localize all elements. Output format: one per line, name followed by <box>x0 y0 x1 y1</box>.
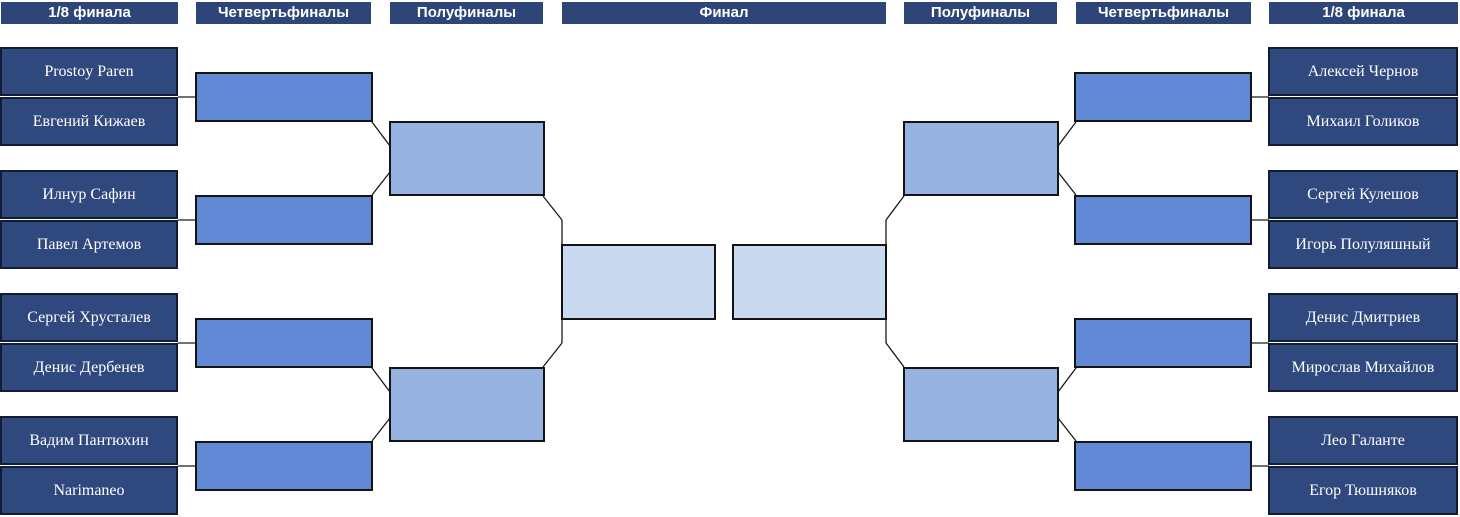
quarterfinal-slot-left-3 <box>195 318 373 368</box>
semifinal-slot-left-1 <box>389 121 545 196</box>
player-left-2: Евгений Кижаев <box>0 97 178 146</box>
connector-line <box>885 342 905 368</box>
connector-line <box>1057 121 1077 147</box>
header-semifinals-right: Полуфиналы <box>904 2 1057 24</box>
connector-line <box>1057 171 1077 196</box>
player-left-1: Prostoy Paren <box>0 47 178 96</box>
quarterfinal-slot-left-2 <box>195 195 373 245</box>
player-left-8: Narimaneo <box>0 466 178 515</box>
quarterfinal-slot-left-1 <box>195 72 373 122</box>
connector-line <box>1057 417 1077 442</box>
connector-line <box>371 417 391 442</box>
connector-line <box>885 195 905 221</box>
header-semifinals-left: Полуфиналы <box>390 2 543 24</box>
header-quarterfinals-left: Четвертьфиналы <box>196 2 371 24</box>
player-right-1: Алексей Чернов <box>1268 47 1458 96</box>
quarterfinal-slot-right-1 <box>1074 72 1252 122</box>
player-right-5: Денис Дмитриев <box>1268 293 1458 342</box>
player-right-8: Егор Тюшняков <box>1268 466 1458 515</box>
player-right-6: Мирослав Михайлов <box>1268 343 1458 392</box>
header-r16-right: 1/8 финала <box>1269 2 1458 24</box>
quarterfinal-slot-right-4 <box>1074 441 1252 491</box>
header-final: Финал <box>562 2 886 24</box>
connector-line <box>371 121 391 147</box>
player-left-4: Павел Артемов <box>0 220 178 269</box>
connector-line <box>371 171 391 196</box>
header-r16-left: 1/8 финала <box>1 2 178 24</box>
header-quarterfinals-right: Четвертьфиналы <box>1076 2 1251 24</box>
connector-line <box>1057 367 1077 393</box>
player-right-3: Сергей Кулешов <box>1268 170 1458 219</box>
final-slot-left <box>561 244 716 320</box>
player-left-3: Илнур Сафин <box>0 170 178 219</box>
semifinal-slot-right-2 <box>903 367 1059 442</box>
player-left-6: Денис Дербенев <box>0 343 178 392</box>
final-slot-right <box>732 244 887 320</box>
quarterfinal-slot-right-2 <box>1074 195 1252 245</box>
connector-line <box>371 367 391 393</box>
quarterfinal-slot-left-4 <box>195 441 373 491</box>
player-right-7: Лео Галанте <box>1268 416 1458 465</box>
player-right-2: Михаил Голиков <box>1268 97 1458 146</box>
connector-line <box>542 342 563 368</box>
player-left-5: Сергей Хрусталев <box>0 293 178 342</box>
semifinal-slot-right-1 <box>903 121 1059 196</box>
player-right-4: Игорь Полуляшный <box>1268 220 1458 269</box>
connector-line <box>542 195 563 221</box>
semifinal-slot-left-2 <box>389 367 545 442</box>
player-left-7: Вадим Пантюхин <box>0 416 178 465</box>
quarterfinal-slot-right-3 <box>1074 318 1252 368</box>
